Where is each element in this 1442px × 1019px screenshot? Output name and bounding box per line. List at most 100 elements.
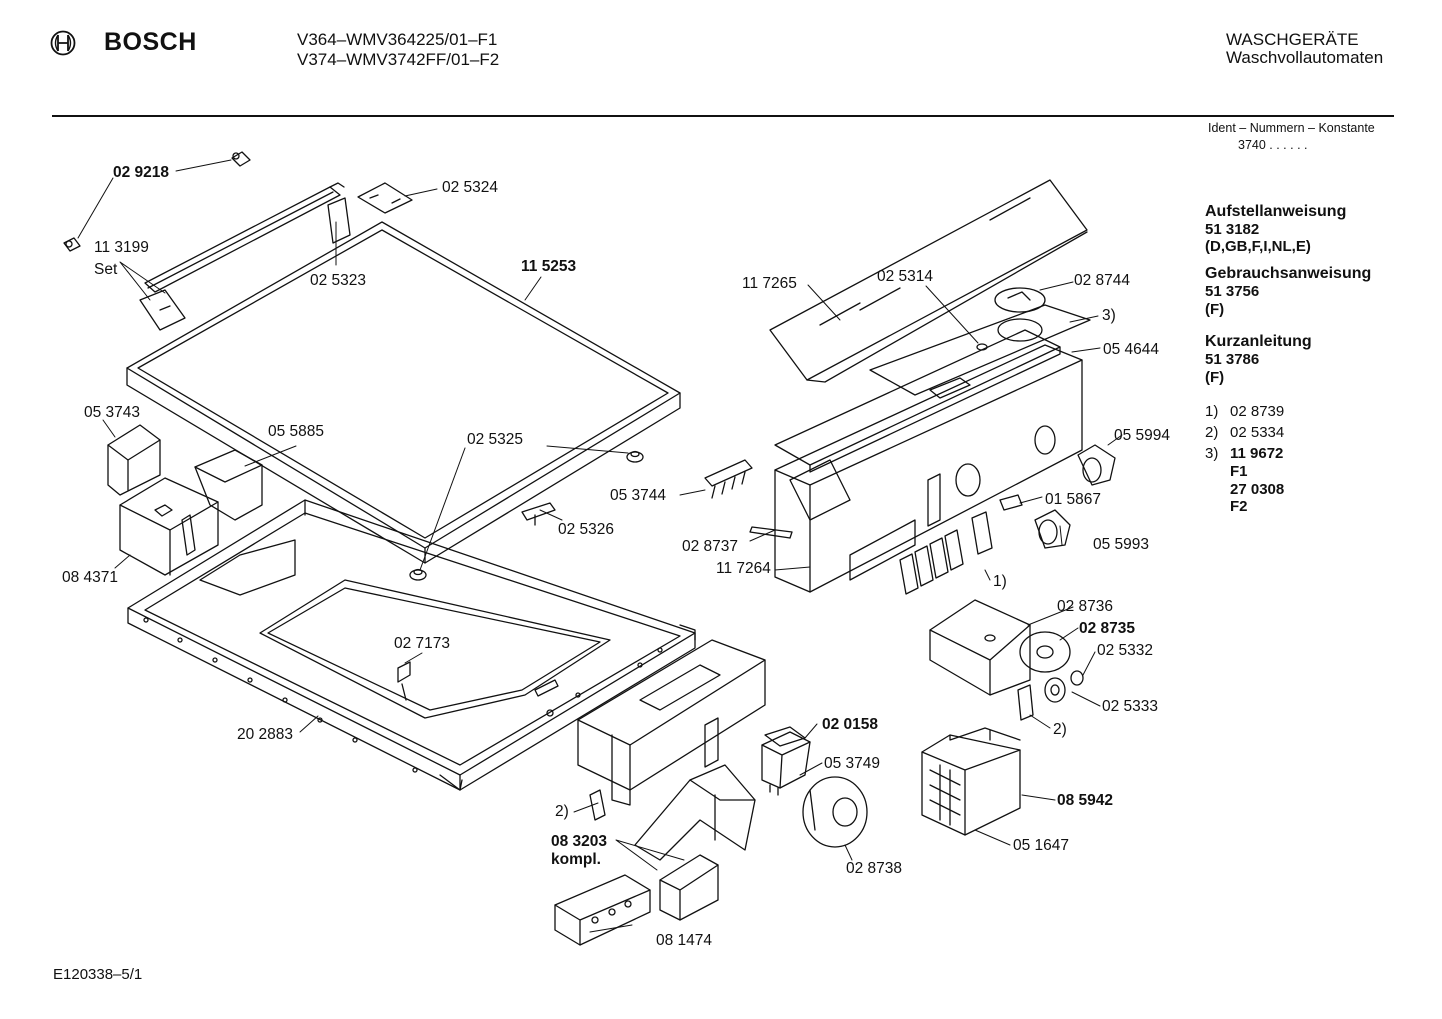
gear-icon bbox=[1045, 678, 1065, 702]
doc-langs: (D,GB,F,I,NL,E) bbox=[1205, 238, 1311, 255]
footnote-value: 02 8739 bbox=[1230, 403, 1285, 420]
doc-title: Kurzanleitung bbox=[1205, 333, 1312, 350]
part-label: 11 7264 bbox=[716, 560, 771, 577]
motor-pulley bbox=[803, 777, 867, 847]
relay-block bbox=[762, 732, 810, 795]
footnote-extra: 27 0308 bbox=[1230, 481, 1285, 498]
part-label: 02 9218 bbox=[113, 164, 170, 181]
small-clip-icon bbox=[1018, 685, 1033, 720]
small-clip-icon bbox=[590, 790, 605, 820]
part-label: 08 4371 bbox=[62, 569, 119, 586]
part-label: 05 5885 bbox=[268, 423, 325, 440]
mounting-plate bbox=[930, 600, 1030, 695]
part-label: 05 3749 bbox=[824, 755, 881, 772]
drawing-code: E120338–5/1 bbox=[53, 966, 143, 983]
spring-clip-icon bbox=[398, 662, 410, 700]
part-label: 2) bbox=[1053, 721, 1067, 738]
detergent-drawer bbox=[120, 478, 218, 575]
footnote-key: 2) bbox=[1205, 424, 1219, 441]
connector-strip bbox=[555, 875, 650, 945]
program-selector-cap bbox=[995, 288, 1045, 312]
part-label: 05 5994 bbox=[1114, 427, 1171, 444]
footnote-key: 3) bbox=[1205, 445, 1219, 462]
footnote-value: 02 5334 bbox=[1230, 424, 1285, 441]
part-label: 05 3743 bbox=[84, 404, 141, 421]
display-window bbox=[775, 330, 1060, 472]
footnote-extra: F1 bbox=[1230, 463, 1248, 480]
knob-icon bbox=[1035, 510, 1070, 548]
control-bracket bbox=[578, 640, 765, 805]
part-label: 05 4644 bbox=[1103, 341, 1160, 358]
part-label: 02 8735 bbox=[1079, 620, 1136, 637]
model-line-2: V374–WMV3742FF/01–F2 bbox=[297, 50, 500, 69]
cable-clip-icon bbox=[522, 503, 555, 525]
footnote-key: 1) bbox=[1205, 403, 1219, 420]
part-label: 08 1474 bbox=[656, 932, 713, 949]
doc-number: 51 3756 bbox=[1205, 283, 1260, 300]
doc-number: 51 3786 bbox=[1205, 351, 1260, 368]
model-line-1: V364–WMV364225/01–F1 bbox=[297, 30, 498, 49]
part-label: 02 5324 bbox=[442, 179, 499, 196]
part-label: 02 8744 bbox=[1074, 272, 1131, 289]
brand-name: BOSCH bbox=[104, 28, 197, 56]
part-label: 02 5326 bbox=[558, 521, 615, 538]
part-label: 20 2883 bbox=[237, 726, 294, 743]
part-label: 02 5325 bbox=[467, 431, 524, 448]
ident-label: Ident – Nummern – Konstante bbox=[1208, 121, 1375, 135]
part-label: 08 3203 bbox=[551, 833, 608, 850]
part-label: 02 0158 bbox=[822, 716, 879, 733]
clip-bracket bbox=[195, 450, 262, 520]
part-label: 02 5333 bbox=[1102, 698, 1159, 715]
part-label: 08 5942 bbox=[1057, 792, 1114, 809]
control-panel-cover bbox=[770, 180, 1087, 382]
small-gear-icon bbox=[1071, 671, 1083, 685]
part-label: Set bbox=[94, 261, 118, 278]
button-strip bbox=[705, 460, 752, 498]
footnote-extra: F2 bbox=[1230, 498, 1248, 515]
ident-value: 3740 . . . . . . bbox=[1238, 138, 1308, 152]
part-label: 11 5253 bbox=[521, 258, 577, 275]
part-label: 2) bbox=[555, 803, 569, 820]
footnote-value: 11 9672 bbox=[1230, 445, 1284, 462]
doc-langs: (F) bbox=[1205, 369, 1225, 386]
worktop-lid bbox=[127, 222, 680, 563]
bosch-logo-icon bbox=[50, 30, 76, 56]
part-label: 11 3199 bbox=[94, 239, 149, 256]
part-label: 01 5867 bbox=[1045, 491, 1102, 508]
screw-icon bbox=[64, 238, 80, 251]
part-label: 05 5993 bbox=[1093, 536, 1150, 553]
part-label: 05 1647 bbox=[1013, 837, 1070, 854]
doc-number: 51 3182 bbox=[1205, 221, 1260, 238]
header-divider bbox=[52, 115, 1394, 117]
part-label: 3) bbox=[1102, 307, 1116, 324]
knob-icon bbox=[1078, 445, 1115, 485]
part-label: 11 7265 bbox=[742, 275, 797, 292]
category-title: WASCHGERÄTE bbox=[1226, 30, 1359, 49]
indicator-strip bbox=[750, 527, 792, 538]
part-label: 02 5332 bbox=[1097, 642, 1154, 659]
relay-module bbox=[660, 855, 718, 920]
part-label: 02 8736 bbox=[1057, 598, 1114, 615]
part-label: 02 8738 bbox=[846, 860, 903, 877]
part-label: 02 8737 bbox=[682, 538, 739, 555]
control-panel-housing bbox=[775, 345, 1082, 592]
base-frame bbox=[128, 500, 695, 790]
part-label: 05 3744 bbox=[610, 487, 667, 504]
doc-title: Gebrauchsanweisung bbox=[1205, 265, 1372, 282]
lamp-icon bbox=[1000, 495, 1022, 510]
part-label: 02 7173 bbox=[394, 635, 451, 652]
part-label: 02 5314 bbox=[877, 268, 934, 285]
grommet-icon bbox=[627, 452, 643, 463]
grommet-icon bbox=[410, 570, 426, 581]
part-label: 1) bbox=[993, 573, 1007, 590]
category-subtitle: Waschvollautomaten bbox=[1226, 48, 1384, 67]
part-label: 02 5323 bbox=[310, 272, 367, 289]
part-label: kompl. bbox=[551, 851, 601, 868]
timer-disc bbox=[1020, 632, 1070, 672]
doc-langs: (F) bbox=[1205, 301, 1225, 318]
doc-title: Aufstellanweisung bbox=[1205, 203, 1347, 220]
timer-unit bbox=[922, 728, 1020, 835]
push-buttons bbox=[900, 512, 992, 594]
cable-holder bbox=[635, 765, 755, 860]
